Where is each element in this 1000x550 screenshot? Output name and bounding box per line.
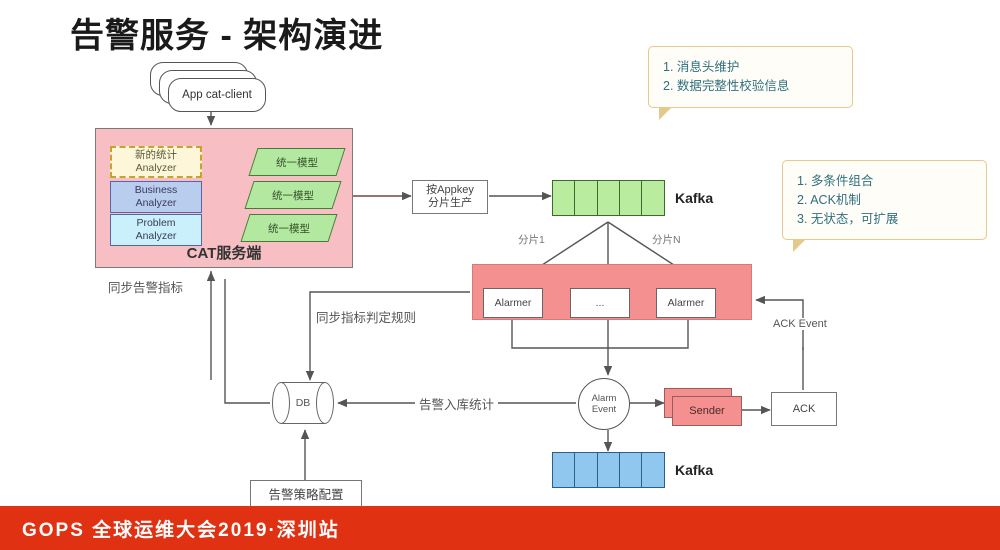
db-cap-right [316, 382, 334, 424]
callout-right-tail [793, 226, 806, 253]
alarmer-left-label: Alarmer [494, 296, 532, 309]
analyzer-problem-title: Problem [136, 216, 176, 229]
label-ack-event: ACK Event [770, 318, 830, 330]
alarmer-middle-label: ... [595, 296, 605, 309]
kafka-top-partition-5 [641, 180, 666, 216]
label-alarm-db-stats: 告警入库统计 [415, 394, 499, 413]
producer-line1: 按Appkey [426, 184, 474, 197]
analyzer-business[interactable]: Business Analyzer [110, 181, 202, 213]
callout-right-line-3: 3. 无状态，可扩展 [797, 211, 899, 226]
policy-config-box[interactable]: 告警策略配置 [250, 480, 362, 510]
analyzer-problem[interactable]: Problem Analyzer [110, 214, 202, 246]
label-sync-metric-rules: 同步指标判定规则 [316, 311, 417, 325]
app-client-card-front: App cat-client [168, 78, 266, 112]
alarm-event-node[interactable]: Alarm Event [578, 378, 630, 430]
kafka-bottom-partition-1 [552, 452, 576, 488]
cat-server-label: CAT服务端 [186, 245, 262, 262]
callout-top-tail [659, 94, 672, 120]
kafka-top-partitions [552, 180, 666, 216]
kafka-bottom-partition-5 [641, 452, 666, 488]
callout-right: 1. 多条件组合 2. ACK机制 3. 无状态，可扩展 [782, 160, 987, 253]
kafka-top-label: Kafka [675, 190, 714, 206]
label-sync-alarm-metrics: 同步告警指标 [108, 281, 184, 295]
footer-text: GOPS 全球运维大会2019·深圳站 [22, 519, 340, 541]
analyzer-new-stat-title: 新的统计 [135, 148, 177, 161]
kafka-top-partition-1 [552, 180, 576, 216]
page-title: 告警服务 - 架构演进 [70, 17, 384, 55]
analyzer-business-title: Business [134, 183, 178, 196]
kafka-bottom-partition-4 [619, 452, 643, 488]
kafka-top-partition-2 [574, 180, 598, 216]
alarm-event-line1: Alarm [591, 392, 617, 404]
analyzer-business-subtitle: Analyzer [135, 197, 177, 209]
kafka-bottom-partition-2 [574, 452, 598, 488]
kafka-bottom-partitions [552, 452, 666, 488]
sender-card-front[interactable]: Sender [672, 396, 742, 426]
callout-right-line-1: 1. 多条件组合 [797, 174, 874, 188]
db-cap-left [272, 382, 290, 424]
unified-model-label-3: 统一模型 [268, 222, 310, 235]
callout-right-line-2: 2. ACK机制 [797, 192, 861, 207]
unified-model-label-2: 统一模型 [272, 189, 314, 202]
producer-line2: 分片生产 [428, 197, 472, 209]
db-cylinder[interactable]: DB [272, 382, 334, 424]
alarmer-middle[interactable]: ... [570, 288, 630, 318]
footer-bar: GOPS 全球运维大会2019·深圳站 [0, 506, 1000, 550]
app-client-stack: App cat-client [150, 62, 270, 114]
analyzer-problem-subtitle: Analyzer [135, 230, 177, 242]
unified-model-label-1: 统一模型 [276, 156, 318, 169]
alarmer-right-label: Alarmer [667, 296, 705, 309]
callout-top: 1. 消息头维护 2. 数据完整性校验信息 [648, 46, 853, 120]
producer-box[interactable]: 按Appkey 分片生产 [412, 180, 488, 214]
kafka-top-partition-3 [596, 180, 621, 216]
alarmer-right[interactable]: Alarmer [656, 288, 716, 318]
sender-label: Sender [689, 405, 725, 417]
db-label: DB [295, 397, 311, 409]
ack-box[interactable]: ACK [771, 392, 837, 426]
alarm-event-line2: Event [591, 404, 617, 415]
callout-top-line-2: 2. 数据完整性校验信息 [663, 78, 790, 93]
kafka-bottom-label: Kafka [675, 462, 714, 478]
alarmer-left[interactable]: Alarmer [483, 288, 543, 318]
shard-label-first: 分片1 [518, 234, 545, 246]
policy-config-label: 告警策略配置 [268, 487, 344, 502]
ack-label: ACK [792, 402, 816, 415]
shard-label-last: 分片N [652, 234, 681, 246]
analyzer-new-stat[interactable]: 新的统计 Analyzer [110, 146, 202, 178]
analyzer-new-stat-subtitle: Analyzer [135, 162, 177, 174]
app-client-label: App cat-client [182, 89, 252, 101]
kafka-top-partition-4 [619, 180, 643, 216]
callout-top-line-1: 1. 消息头维护 [663, 60, 740, 74]
kafka-bottom-partition-3 [596, 452, 621, 488]
